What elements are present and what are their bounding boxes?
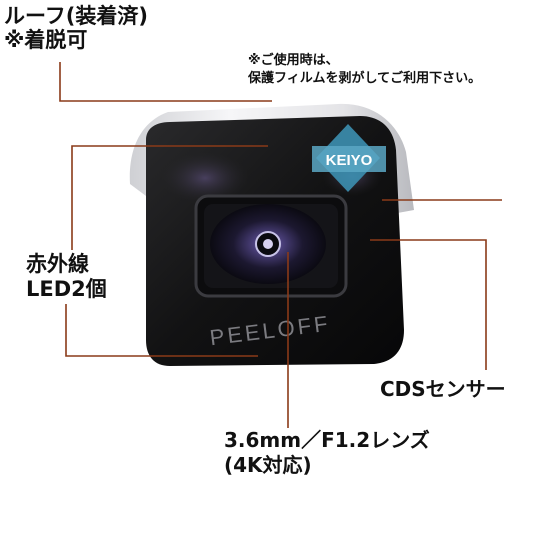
infrared-label-line-1: 赤外線 (26, 252, 89, 276)
film-notice-line-2: 保護フィルムを剥がしてご利用下さい。 (248, 70, 482, 86)
lens-label: 3.6mm／F1.2レンズ (4K対応) (224, 428, 430, 478)
roof-label-line-2: ※着脱可 (4, 28, 88, 53)
cds-sensor-label: CDSセンサー (380, 377, 506, 401)
leader-cds (370, 239, 487, 370)
keiyo-badge-text: KEIYO (326, 152, 373, 169)
film-notice: ※ご使用時は、 保護フィルムを剥がしてご利用下さい。 (248, 52, 481, 87)
leader-roof (59, 62, 272, 102)
lens-label-line-1: 3.6mm／F1.2レンズ (224, 428, 430, 452)
keiyo-badge: KEIYO (312, 124, 386, 192)
infrared-label: 赤外線 LED2個 (26, 252, 107, 302)
leader-lines (59, 62, 502, 428)
roof-label: ルーフ(装着済) ※着脱可 (4, 4, 148, 52)
leader-ir (71, 145, 268, 250)
infrared-label-line-2: LED2個 (26, 277, 107, 302)
roof-label-line-1: ルーフ(装着済) (4, 4, 148, 28)
leader-ir-2 (65, 304, 258, 357)
lens-label-line-2: (4K対応) (224, 453, 312, 477)
film-notice-line-1: ※ご使用時は、 (248, 53, 339, 68)
